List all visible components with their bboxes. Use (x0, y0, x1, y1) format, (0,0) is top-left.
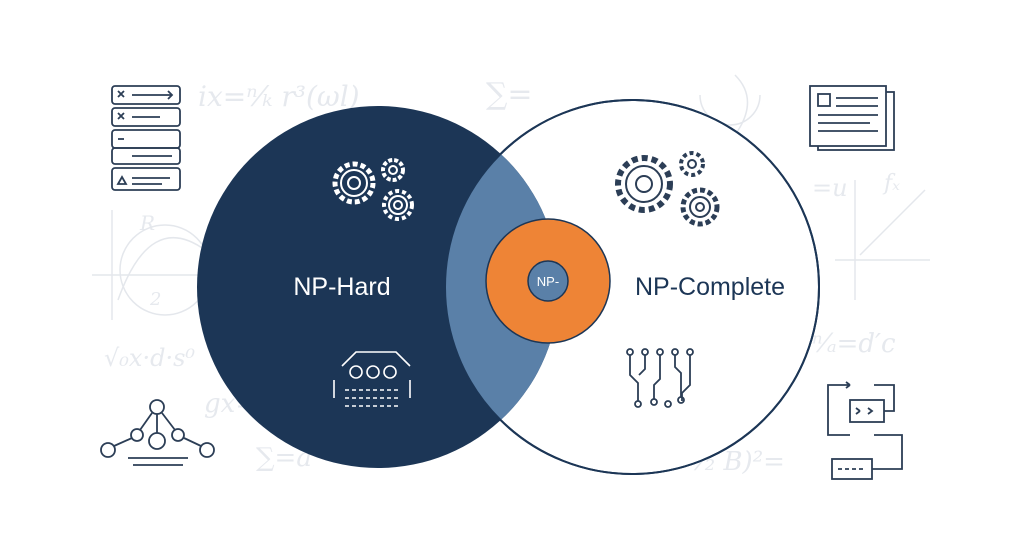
document-icon (809, 85, 895, 151)
formula-3: √₀x·d·s⁰ (104, 344, 195, 372)
checklist-icon (111, 85, 181, 191)
formula-1: ix=ⁿ⁄ₖ r³(ωl) (198, 80, 360, 113)
process-flow-icon (333, 351, 411, 407)
formula-11: 2 (149, 289, 161, 310)
formula-10: R (139, 211, 155, 235)
formula-2: ∑= (486, 77, 533, 112)
gears-icon (332, 158, 414, 221)
gears-icon (615, 151, 720, 227)
center-core (527, 260, 569, 302)
formula-8: =u (812, 174, 848, 202)
np-complete-label: NP-Complete (635, 273, 785, 301)
np-hard-label: NP-Hard (293, 273, 390, 301)
np-center-label: NP- (537, 274, 559, 289)
formula-9: fₓ (882, 171, 900, 196)
formula-6: ⁿ⁄ₐ=d′c (812, 329, 896, 359)
np-complete-outline (444, 99, 820, 475)
flow-diagram-icon (827, 381, 903, 480)
circuit-icon (626, 348, 694, 408)
tree-graph-icon (100, 399, 215, 466)
